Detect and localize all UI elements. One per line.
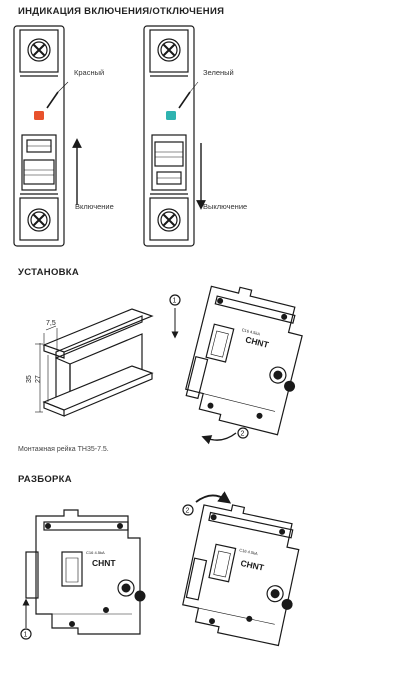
breaker-on-illustration bbox=[13, 25, 82, 247]
disassembly-step-1-label: 1 bbox=[24, 632, 28, 639]
step-2-label: 2 bbox=[241, 431, 245, 438]
disassembly-breaker-2-illustration: CHNT C16 4.5kA bbox=[182, 504, 300, 647]
disassembly-step-1-marker bbox=[20, 628, 32, 640]
on-action-label: Включение bbox=[75, 202, 114, 211]
disassembly-step-2-marker bbox=[182, 504, 194, 516]
svg-text:C16 4.5kA: C16 4.5kA bbox=[241, 327, 261, 336]
green-indicator bbox=[166, 111, 176, 120]
svg-text:C16 4.5kA: C16 4.5kA bbox=[239, 547, 259, 556]
step-1-marker bbox=[169, 294, 181, 306]
svg-text:C16 4.5kA: C16 4.5kA bbox=[86, 550, 105, 555]
installation-breaker-illustration: CHNT C16 4.5kA bbox=[185, 285, 303, 436]
step-2-marker bbox=[237, 427, 249, 439]
step-2-curved-arrow-icon bbox=[201, 432, 237, 445]
installation-heading: УСТАНОВКА bbox=[18, 267, 80, 278]
indication-heading: ИНДИКАЦИЯ ВКЛЮЧЕНИЯ/ОТКЛЮЧЕНИЯ bbox=[18, 6, 225, 17]
rail-dim-top: 7,5 bbox=[46, 320, 56, 327]
rail-dim-35: 35 bbox=[26, 375, 33, 383]
disassembly-brand-2: CHNT bbox=[240, 558, 266, 573]
green-indicator-label: Зеленый bbox=[203, 68, 234, 77]
disassembly-brand-1: CHNT bbox=[92, 558, 116, 568]
rail-dim-27: 27 bbox=[35, 375, 42, 383]
red-indicator-label: Красный bbox=[74, 68, 105, 77]
step-1-label: 1 bbox=[173, 298, 177, 305]
off-action-label: Выключение bbox=[203, 202, 248, 211]
disassembly-breaker-1-illustration: CHNT C16 4.5kA bbox=[25, 509, 146, 635]
disassembly-step-2-label: 2 bbox=[186, 508, 190, 515]
disassembly-step-2-curved-arrow-icon bbox=[195, 491, 232, 504]
din-rail-illustration: 7,5 35 27 bbox=[26, 308, 154, 417]
breaker-off-illustration bbox=[143, 25, 206, 247]
rail-caption: Монтажная рейка ТН35-7.5. bbox=[18, 446, 109, 453]
red-indicator bbox=[34, 111, 44, 120]
disassembly-heading: РАЗБОРКА bbox=[18, 474, 72, 485]
